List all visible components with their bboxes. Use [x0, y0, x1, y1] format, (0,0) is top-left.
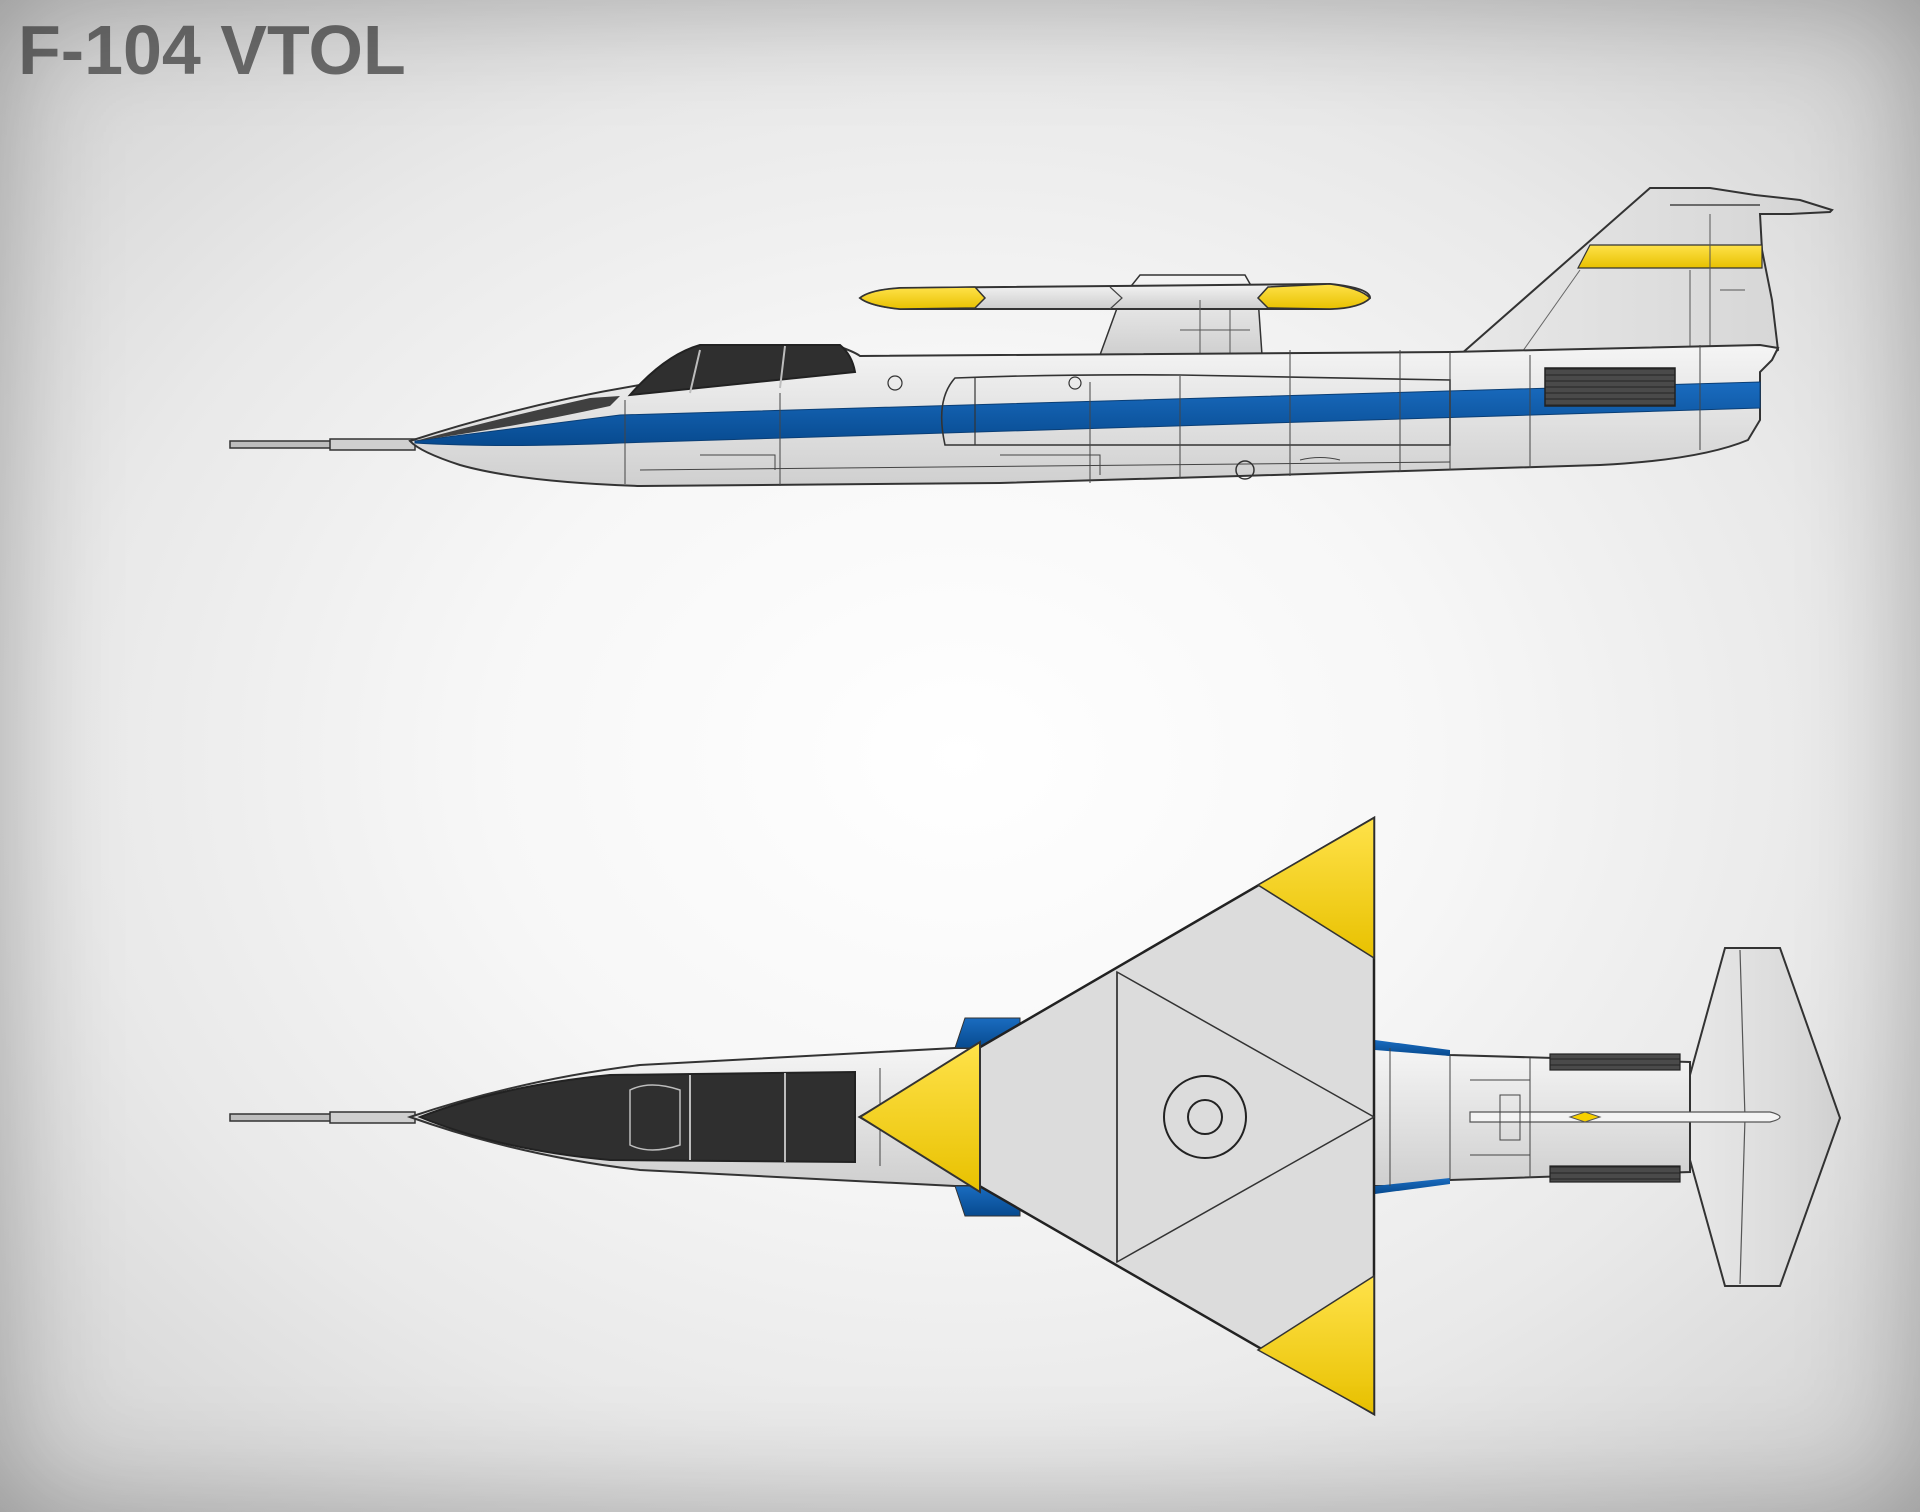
fuselage-side — [408, 343, 1780, 488]
lift-pod — [858, 274, 1372, 356]
pitot-probe-top — [229, 1111, 416, 1124]
canard — [858, 1040, 981, 1194]
page-title: F-104 VTOL — [18, 11, 406, 89]
vertical-fin — [1457, 187, 1834, 362]
delta-wing — [857, 815, 1376, 1417]
